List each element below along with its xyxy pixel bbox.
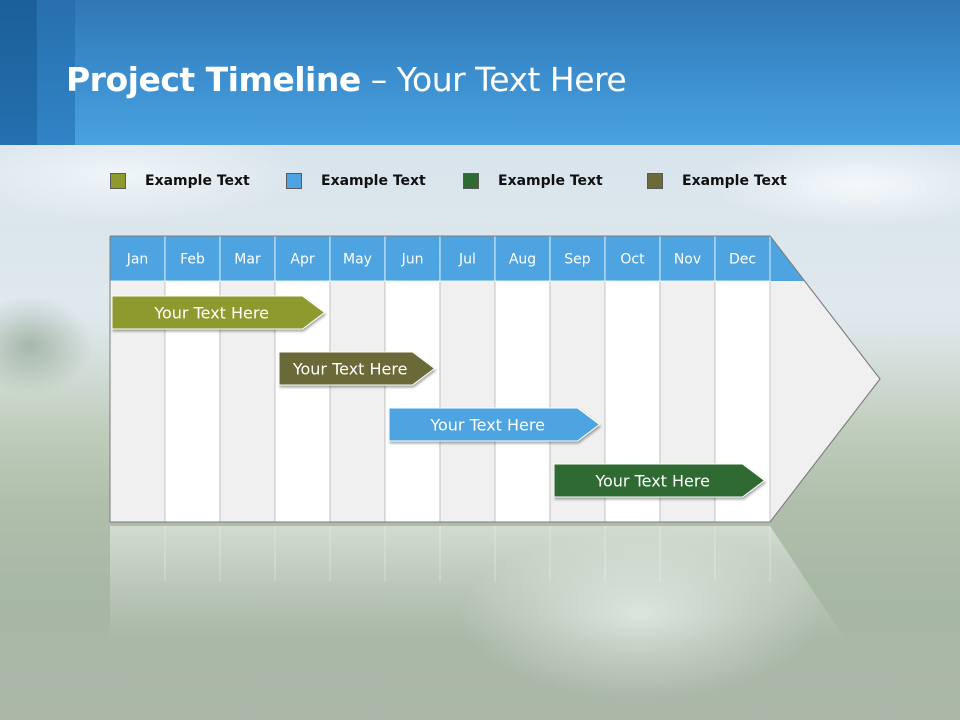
legend-item: Example Text (110, 170, 250, 192)
month-label: Oct (620, 252, 645, 268)
legend-item: Example Text (647, 170, 787, 192)
month-label: Jun (401, 252, 424, 268)
month-header-cell (549, 235, 606, 282)
task-bar: Your Text Here (388, 407, 601, 442)
month-label: Apr (290, 252, 314, 268)
month-column (384, 280, 441, 523)
task-bar: Your Text Here (278, 351, 436, 386)
task-bar-label: Your Text Here (429, 416, 545, 435)
month-label: Sep (564, 252, 591, 268)
month-label: Jul (458, 252, 476, 268)
task-bar: Your Text Here (553, 463, 766, 498)
legend-swatch (463, 173, 479, 189)
timeline-outline (109, 235, 881, 523)
month-header-cell (604, 235, 661, 282)
month-label: Aug (509, 252, 536, 268)
task-bar-label: Your Text Here (594, 472, 710, 491)
slide-title-rest: – Your Text Here (360, 60, 627, 99)
header-accent-strip (37, 0, 75, 145)
task-bar-shape (111, 295, 326, 330)
month-header-cell (329, 235, 386, 282)
header-accent-strip (0, 0, 37, 145)
task-bar: Your Text Here (111, 295, 326, 330)
slide-title-bold: Project Timeline (66, 60, 361, 99)
task-bar-shape (388, 407, 601, 442)
month-header-row: Jan Feb Mar Apr May Jun Jul Aug Sep Oct Nov Dec (109, 235, 881, 523)
month-header-cell (714, 235, 771, 282)
timeline-reflection (110, 526, 847, 642)
slide-title: Project Timeline – Your Text Here (66, 60, 627, 104)
legend-item: Example Text (463, 170, 603, 192)
task-bar-label: Your Text Here (292, 360, 408, 379)
task-bar-shape (278, 351, 436, 386)
legend-item: Example Text (286, 170, 426, 192)
legend-swatch (110, 173, 126, 189)
month-label: Dec (729, 252, 756, 268)
month-label: Nov (674, 252, 701, 268)
month-label: Jan (126, 252, 149, 268)
month-column (494, 280, 551, 523)
legend-label: Example Text (321, 173, 426, 189)
task-bar-shape (553, 463, 766, 498)
task-bar-label: Your Text Here (153, 304, 269, 323)
month-column (439, 280, 496, 523)
month-header-cell (494, 235, 551, 282)
legend-swatch (647, 173, 663, 189)
month-label: Mar (234, 252, 261, 268)
header-band (0, 0, 960, 145)
month-label: May (343, 252, 372, 268)
reflection-shape (110, 526, 847, 642)
month-label: Feb (180, 252, 205, 268)
legend-label: Example Text (498, 173, 603, 189)
legend-label: Example Text (682, 173, 787, 189)
legend-label: Example Text (145, 173, 250, 189)
legend-swatch (286, 173, 302, 189)
month-header-cell (164, 235, 221, 282)
month-column (329, 280, 386, 523)
